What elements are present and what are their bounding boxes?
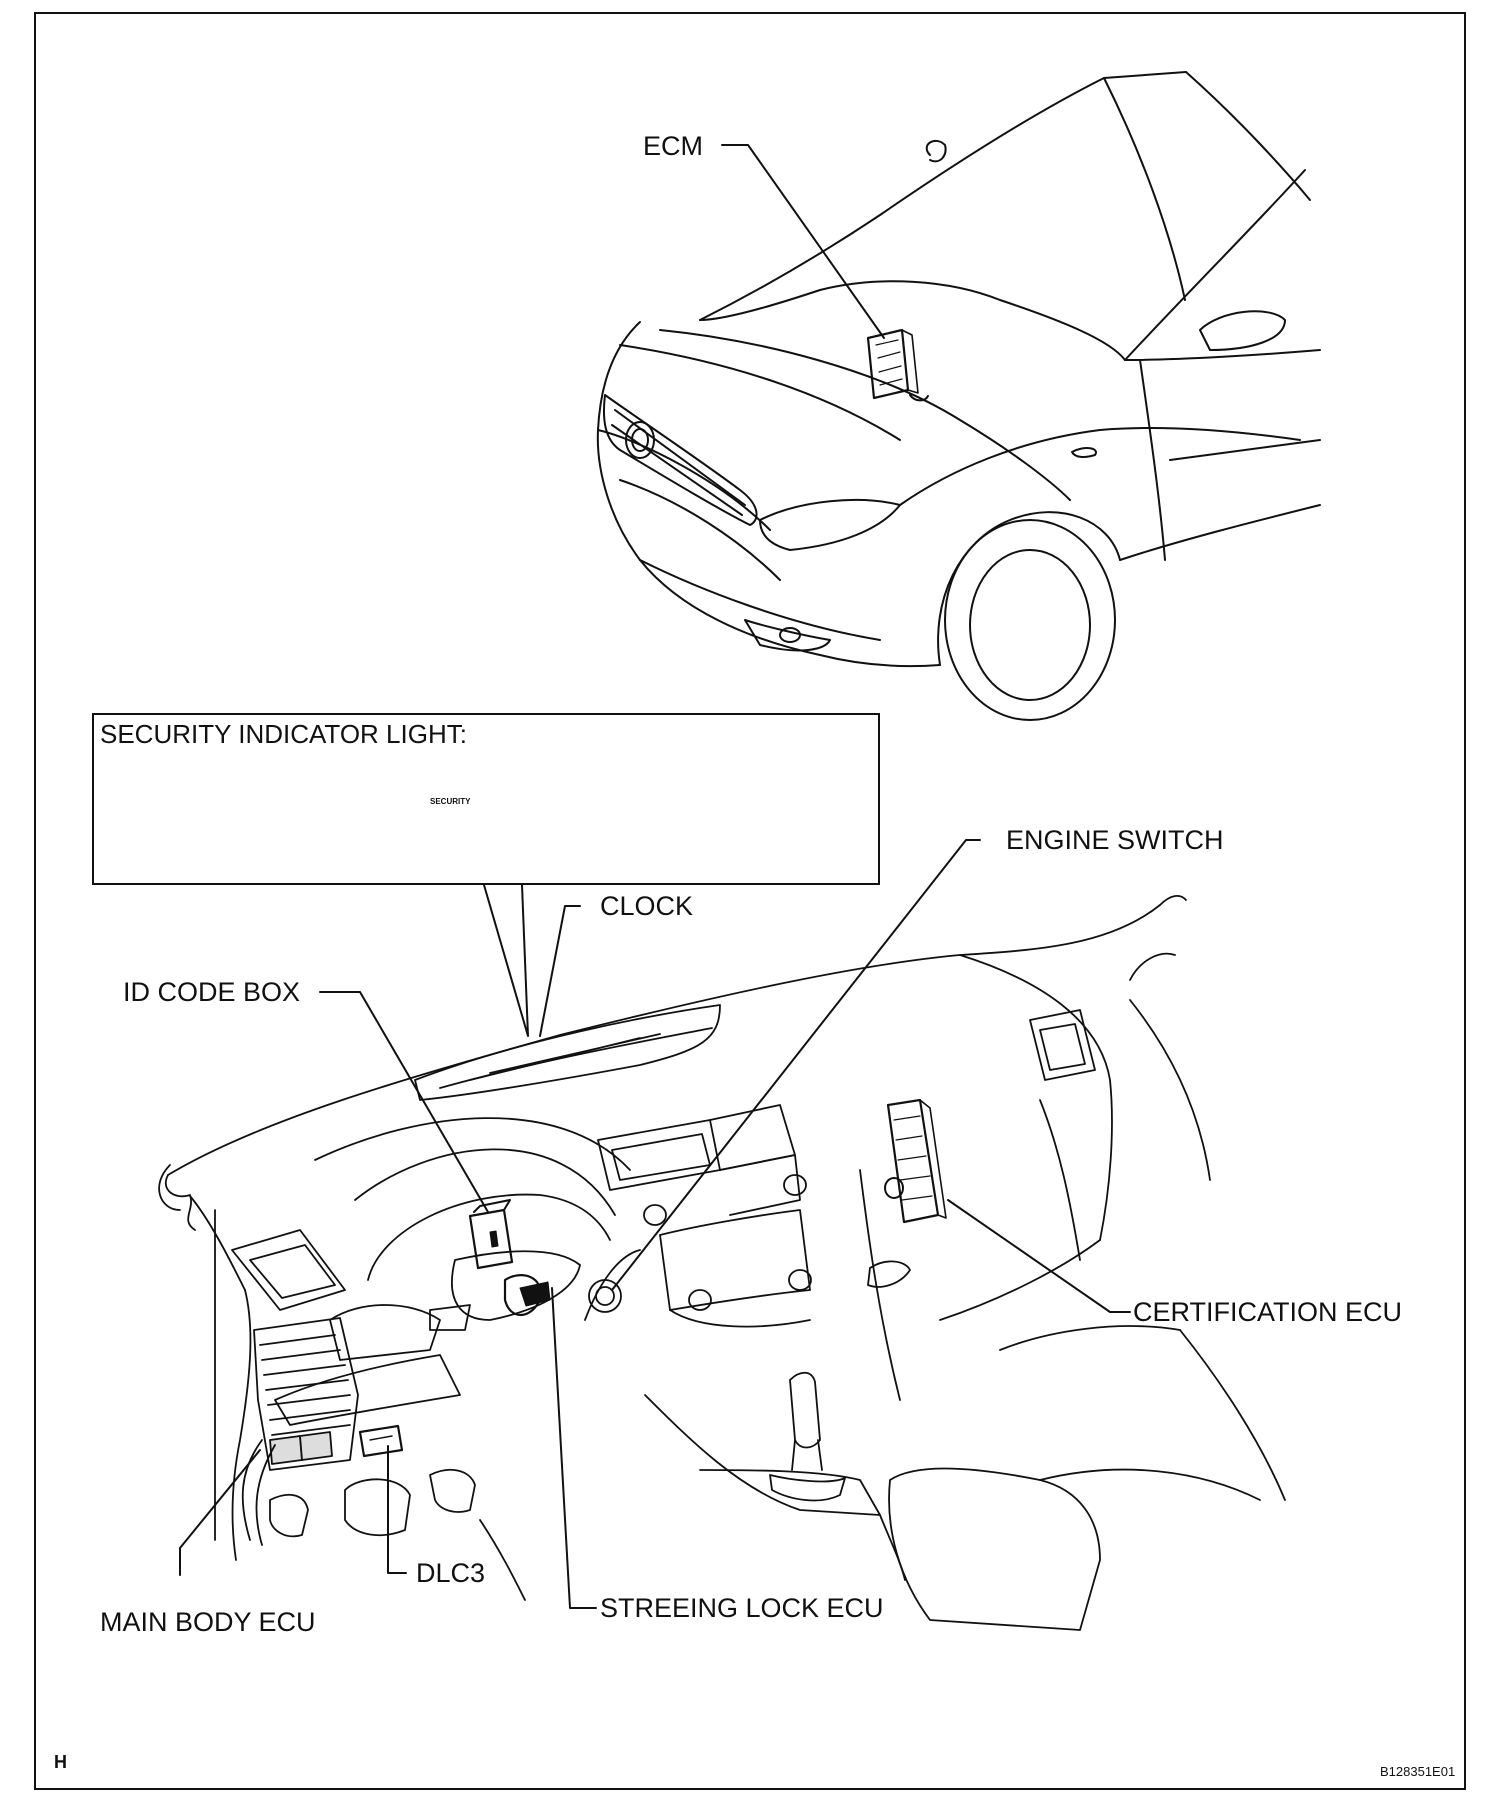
security-callout-line: [483, 884, 529, 1037]
security-indicator-inset: SECURITY INDICATOR LIGHT: SECURITY: [92, 713, 880, 885]
security-panel-text: SECURITY: [430, 797, 471, 806]
engine-switch-label: ENGINE SWITCH: [1006, 825, 1224, 855]
main-body-ecu-label: MAIN BODY ECU: [100, 1607, 316, 1637]
figure-code: H: [54, 1752, 67, 1772]
security-indicator-title: SECURITY INDICATOR LIGHT:: [100, 719, 467, 749]
id-code-box-label: ID CODE BOX: [123, 977, 301, 1007]
dashboard-illustration: [158, 894, 1286, 1631]
car-illustration: [596, 71, 1321, 721]
certification-ecu-component: [884, 1098, 947, 1224]
clock-label: CLOCK: [600, 891, 694, 921]
ecm-label: ECM: [643, 131, 703, 161]
steering-lock-ecu-label: STREEING LOCK ECU: [600, 1593, 884, 1623]
leader-lines: [179, 839, 1131, 1609]
dlc3-label: DLC3: [416, 1558, 486, 1588]
diagram-frame: [34, 12, 1466, 1790]
id-code-box-component: [468, 1199, 514, 1270]
ecm-leader: [721, 144, 885, 339]
certification-ecu-label: CERTIFICATION ECU: [1133, 1297, 1403, 1327]
figure-id: B128351E01: [1380, 1764, 1456, 1779]
